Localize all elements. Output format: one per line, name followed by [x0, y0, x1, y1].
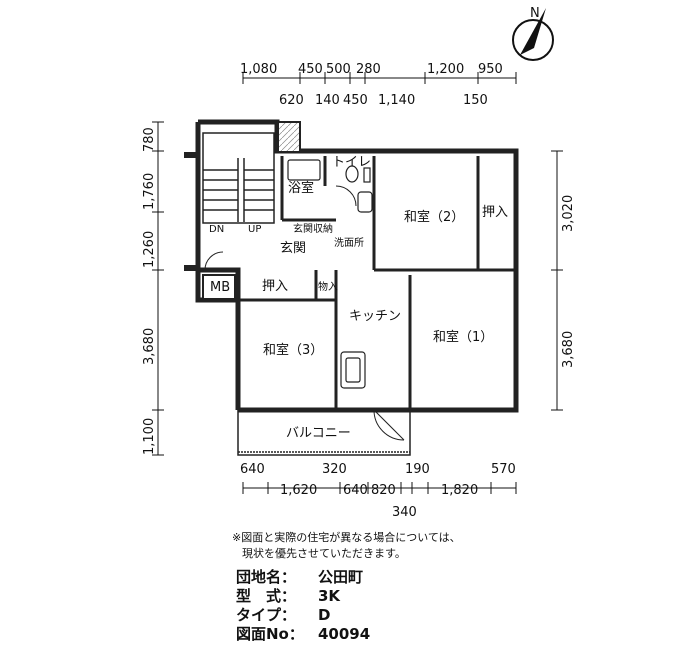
info-key: タイプ： [236, 606, 297, 624]
room-balcony-label: バルコニー [286, 426, 351, 441]
info-row: 団地名： 公田町 [236, 568, 370, 587]
wall-hatch-top [277, 121, 301, 153]
dim-top-3: 500 [326, 62, 351, 77]
info-row: タイプ： D [236, 606, 370, 625]
room-toilet-label: トイレ [332, 155, 371, 170]
room-genkan-label: 玄関 [280, 241, 306, 256]
dim-bottom-lower-3: 820 [371, 483, 396, 498]
dim-bottom-extra: 340 [392, 505, 417, 520]
room-bath-label: 浴室 [288, 180, 314, 196]
stair-up-label: UP [248, 224, 261, 235]
room-oshiire-left-label: 押入 [262, 279, 288, 294]
dim-left-2: 1,760 [142, 173, 157, 210]
property-info: 団地名： 公田町 型 式： 3K タイプ： D 図面No： 40094 [236, 568, 370, 644]
info-value: D [318, 606, 331, 624]
dim-bottom-lower-4: 1,820 [441, 483, 478, 498]
dim-top-4: 280 [356, 62, 381, 77]
wash-basin [357, 191, 373, 213]
info-value: 3K [318, 587, 341, 605]
dim-bottom-lower-2: 640 [343, 483, 368, 498]
info-row: 図面No： 40094 [236, 625, 370, 644]
info-value: 公田町 [318, 568, 364, 586]
info-key: 型 式： [236, 587, 297, 605]
dim-top-inner-1: 620 [279, 93, 304, 108]
north-label: N [530, 6, 540, 21]
compass-north-icon: N [512, 6, 554, 61]
dim-bottom-1: 640 [240, 462, 265, 477]
dim-bottom-4: 570 [491, 462, 516, 477]
dim-top-6: 950 [478, 62, 503, 77]
bathtub [287, 159, 321, 181]
note-line-2: 現状を優先させていただきます。 [242, 547, 406, 560]
left-dimension-lines [152, 121, 164, 456]
dim-bottom-2: 320 [322, 462, 347, 477]
disclaimer-note: ※図面と実際の住宅が異なる場合については、 現状を優先させていただきます。 [232, 530, 461, 562]
room-kitchen-label: キッチン [349, 309, 401, 324]
mb-box [202, 274, 236, 300]
room-genkan-storage-label: 玄関収納 [293, 222, 333, 235]
toilet-fixture [345, 165, 371, 183]
interior-walls [236, 156, 516, 410]
dim-top-5: 1,200 [427, 62, 464, 77]
dim-top-inner-3: 450 [343, 93, 368, 108]
dim-left-3: 1,260 [142, 231, 157, 268]
info-value: 40094 [318, 625, 371, 643]
dim-right-2: 3,680 [561, 331, 576, 368]
bottom-dimension-lines [242, 482, 517, 494]
stair-down-label: DN [209, 224, 224, 235]
dim-top-2: 450 [298, 62, 323, 77]
dim-top-1: 1,080 [240, 62, 277, 77]
dim-right-1: 3,020 [561, 195, 576, 232]
kitchen-sink [340, 351, 366, 389]
dim-bottom-3: 190 [405, 462, 430, 477]
room-washitsu1-label: 和室（1） [433, 329, 493, 345]
wall-stub-2 [184, 265, 198, 271]
room-mb-label: MB [210, 280, 230, 295]
dim-top-inner-5: 150 [463, 93, 488, 108]
room-monoire-label: 物入 [318, 280, 338, 293]
room-oshiire-right-label: 押入 [482, 205, 508, 220]
room-washitsu2-label: 和室（2） [404, 209, 464, 225]
stairwell [202, 132, 275, 224]
room-washitsu3-label: 和室（3） [263, 342, 323, 358]
dim-left-1: 780 [142, 127, 157, 152]
note-line-1: ※図面と実際の住宅が異なる場合については、 [232, 531, 461, 544]
info-key: 図面No： [236, 625, 304, 643]
dim-bottom-lower-1: 1,620 [280, 483, 317, 498]
dim-top-inner-4: 1,140 [378, 93, 415, 108]
wall-stub-1 [184, 152, 198, 158]
balcony [237, 409, 411, 456]
room-washroom-label: 洗面所 [334, 237, 364, 249]
info-row: 型 式： 3K [236, 587, 370, 606]
dim-left-5: 1,100 [142, 418, 157, 455]
dim-left-4: 3,680 [142, 328, 157, 365]
top-dimension-lines [242, 72, 517, 84]
info-key: 団地名： [236, 568, 297, 586]
dim-top-inner-2: 140 [315, 93, 340, 108]
door-swings [204, 185, 405, 441]
right-dimension-lines [551, 150, 563, 411]
